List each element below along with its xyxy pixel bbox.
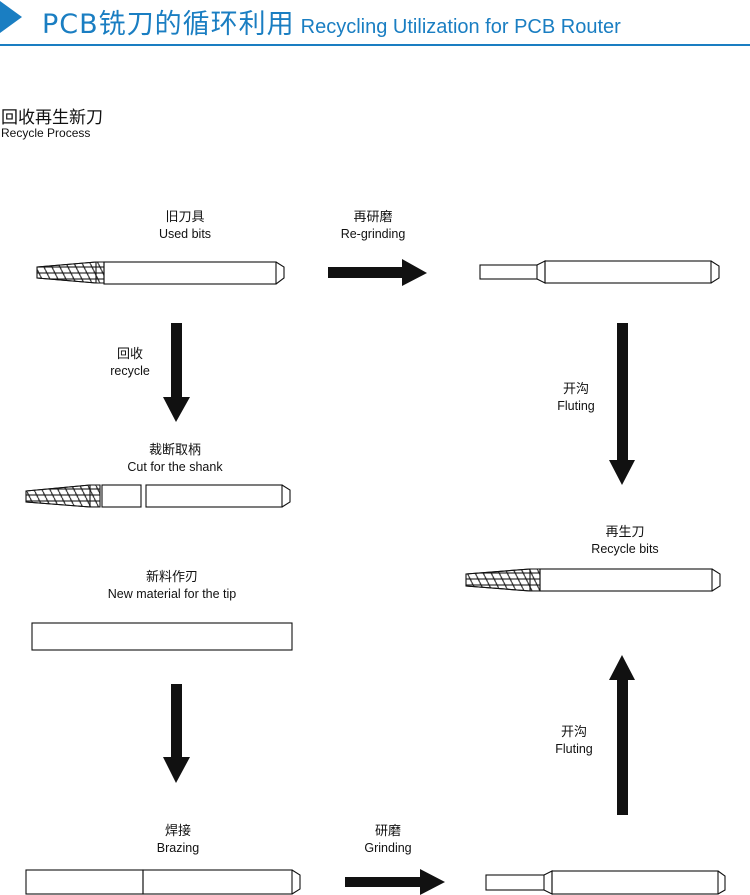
brazed-blank-tool [25, 869, 301, 895]
step-label-regrinding: 再研磨 Re-grinding [273, 210, 473, 242]
step-label-fluting-upper: 开沟 Fluting [476, 382, 676, 414]
new-material-bar [31, 622, 293, 651]
step-label-en: recycle [110, 364, 150, 378]
step-label-en: Recycle bits [591, 542, 659, 556]
step-label-en: Fluting [557, 399, 595, 413]
step-label-cut-shank: 裁断取柄 Cut for the shank [75, 443, 275, 475]
step-label-recycle-bits: 再生刀 Recycle bits [525, 525, 725, 557]
step-label-zh: 再生刀 [605, 525, 645, 540]
step-label-en: Grinding [364, 841, 412, 855]
arrow-down-brazing [163, 684, 190, 783]
play-triangle-icon [0, 1, 22, 33]
step-label-en: Fluting [555, 742, 593, 756]
arrow-up-fluting-lower [609, 655, 635, 815]
arrow-down-recycle [163, 323, 190, 422]
page-title-en: Recycling Utilization for PCB Router [300, 16, 621, 38]
step-label-zh: 回收 [116, 347, 143, 362]
cut-shank-tool [25, 484, 291, 508]
step-label-recycle: 回收 recycle [30, 347, 230, 379]
step-label-new-material: 新料作刃 New material for the tip [72, 570, 272, 602]
section-title-zh: 回收再生新刀 [1, 108, 103, 128]
step-label-en: Cut for the shank [127, 460, 223, 474]
reground-bit-tool [479, 260, 720, 284]
section-title-en: Recycle Process [1, 126, 91, 140]
step-label-zh: 新料作刃 [145, 570, 198, 585]
step-label-zh: 焊接 [164, 824, 191, 839]
step-label-zh: 开沟 [560, 725, 587, 740]
step-label-en: Re-grinding [340, 227, 406, 241]
step-label-grinding: 研磨 Grinding [288, 824, 488, 856]
page-title-zh: PCB铣刀的循环利用 [42, 9, 295, 40]
ground-blank-tool [485, 870, 726, 895]
step-label-brazing: 焊接 Brazing [78, 824, 278, 856]
step-label-used-bits: 旧刀具 Used bits [85, 210, 285, 242]
header-divider [0, 44, 750, 46]
step-label-fluting-lower: 开沟 Fluting [474, 725, 674, 757]
step-label-en: Brazing [156, 841, 200, 855]
step-label-zh: 研磨 [374, 824, 401, 839]
recycle-bit-tool [465, 568, 721, 592]
step-label-zh: 旧刀具 [165, 210, 205, 225]
step-label-zh: 再研磨 [353, 210, 393, 225]
used-bit-tool [36, 261, 285, 285]
arrow-right-grinding [345, 869, 445, 895]
arrow-down-fluting-upper [609, 323, 635, 485]
step-label-en: New material for the tip [107, 587, 237, 601]
step-label-en: Used bits [158, 227, 212, 241]
step-label-zh: 裁断取柄 [148, 443, 201, 458]
step-label-zh: 开沟 [562, 382, 589, 397]
arrow-right-regrinding [328, 259, 427, 286]
